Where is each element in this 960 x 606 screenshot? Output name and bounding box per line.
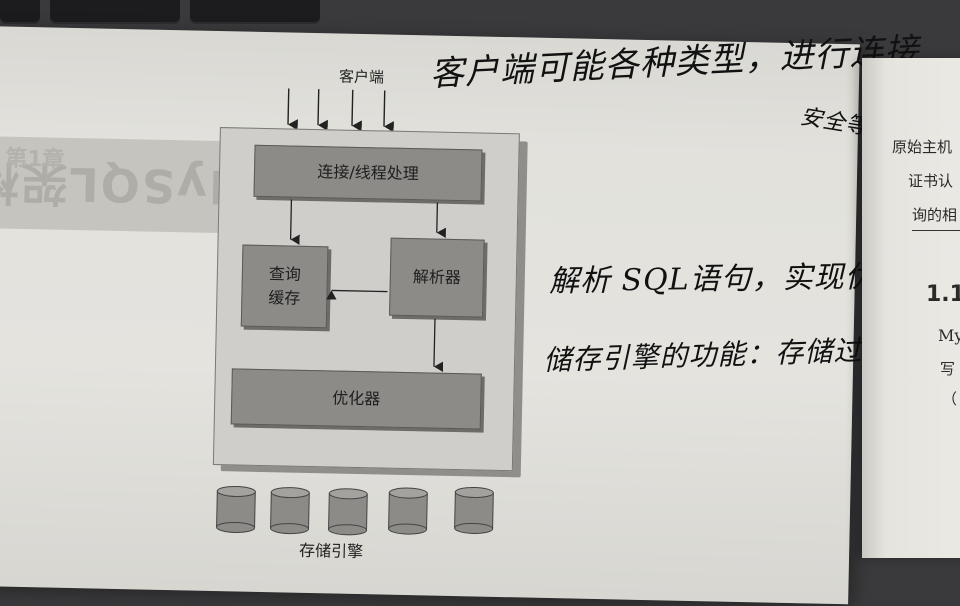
storage-engine-cylinder — [328, 488, 368, 536]
laptop-key — [0, 0, 40, 24]
facing-page-line: 证书认 — [908, 172, 954, 190]
facing-page-rule — [912, 230, 960, 231]
client-arrow — [351, 89, 362, 131]
arrow-parser-to-cache — [326, 289, 388, 300]
chapter-tab: 第1章 — [4, 146, 65, 173]
client-arrow — [287, 88, 298, 131]
mysql-architecture-diagram: 连接/线程处理 查询 缓存 解析器 优化器 — [212, 127, 520, 472]
arrow-connection-to-parser — [436, 202, 446, 239]
arrow-connection-to-cache — [289, 199, 300, 245]
client-arrows — [287, 88, 394, 131]
storage-engine-cylinder — [454, 486, 494, 534]
facing-page-line: 写 — [940, 360, 956, 378]
storage-engine-cylinder — [216, 485, 256, 533]
client-arrow — [317, 89, 328, 131]
diagram-arrows — [289, 199, 446, 372]
client-arrow — [383, 90, 394, 131]
storage-engine-cylinder — [388, 487, 428, 535]
facing-page-section-number: 1.1 — [926, 282, 960, 307]
handwritten-note-clients: 客户端可能各种类型，进行连接 — [428, 30, 921, 95]
facing-page-line: 询的相 — [912, 206, 958, 224]
handwritten-note-parser: 解析 SQL语句，实现优化 — [548, 259, 907, 300]
handwritten-note-storage: 储存引擎的功能：存储过程 — [542, 333, 892, 377]
storage-engine-label: 存储引擎 — [298, 540, 364, 562]
clients-label: 客户端 — [338, 67, 385, 87]
laptop-key — [50, 0, 180, 24]
facing-page-line: My — [938, 326, 960, 345]
laptop-key — [190, 0, 320, 24]
arrow-parser-to-optimizer — [433, 318, 444, 372]
facing-page-line: 原始主机 — [892, 138, 953, 156]
facing-book-page: 原始主机 证书认 询的相 1.1 My 写 （ — [862, 58, 960, 558]
book-page: 第1章 MySQL架构与历史 第1章 客户端 连接/线程处理 查询 缓存 解析器… — [0, 26, 920, 605]
handwritten-note-security: 安全等 — [798, 104, 871, 141]
storage-engine-cylinder — [270, 487, 310, 535]
facing-page-line: （ — [942, 390, 958, 408]
